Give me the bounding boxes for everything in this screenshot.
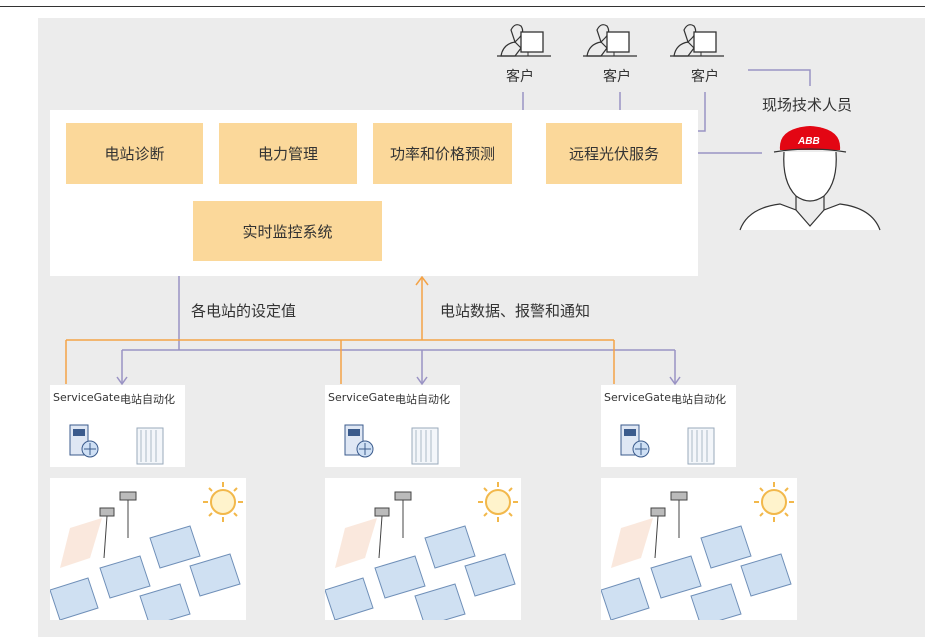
field-tech-label: 现场技术人员 [762,96,853,114]
setpoint-arrow-2 [416,376,428,386]
data-alarms-label: 电站数据、报警和通知 [440,302,591,320]
automation-label: 电站自动化 [395,393,450,406]
customer-label-1: 客户 [506,69,534,85]
weather-station-icon [99,491,137,559]
workstation-icon [583,24,637,57]
power-price-forecast-box[interactable]: 功率和价格预测 [373,123,512,184]
workstation-icon [670,24,724,57]
realtime-monitoring-box[interactable]: 实时监控系统 [193,201,382,261]
automation-label: 电站自动化 [120,393,175,406]
solar-site-image-2 [325,478,521,620]
servicegate-device-icon [69,424,99,458]
setpoints-label: 各电站的设定值 [191,302,297,320]
power-management-box[interactable]: 电力管理 [219,123,357,184]
automation-label: 电站自动化 [671,393,726,406]
setpoint-arrow-1 [116,376,128,386]
sun-icon [754,482,794,522]
servicegate-label: ServiceGate [53,391,120,404]
servicegate-label: ServiceGate [604,391,671,404]
setpoint-arrow-3 [669,376,681,386]
solar-site-image-3 [601,478,797,620]
automation-cabinet-icon [136,427,164,465]
solar-panel-icon [601,525,792,620]
weather-station-icon [374,491,412,559]
workstation-icon [497,24,551,57]
customer-label-2: 客户 [603,69,631,85]
solar-panel-icon [325,525,516,620]
tech-link [748,69,811,86]
automation-cabinet-icon [411,427,439,465]
automation-cabinet-icon [687,427,715,465]
weather-station-icon [650,491,688,559]
sun-icon [203,482,243,522]
solar-site-image-1 [50,478,246,620]
data-up-arrow [415,275,429,286]
sun-icon [478,482,518,522]
abb-logo-text: ABB [797,136,820,147]
servicegate-device-icon [344,424,374,458]
remote-pv-service-box[interactable]: 远程光伏服务 [546,123,682,184]
servicegate-label: ServiceGate [328,391,395,404]
plant-diagnosis-box[interactable]: 电站诊断 [66,123,203,184]
servicegate-device-icon [620,424,650,458]
customer-label-3: 客户 [691,69,719,85]
top-rule [0,6,925,7]
solar-panel-icon [50,525,241,620]
